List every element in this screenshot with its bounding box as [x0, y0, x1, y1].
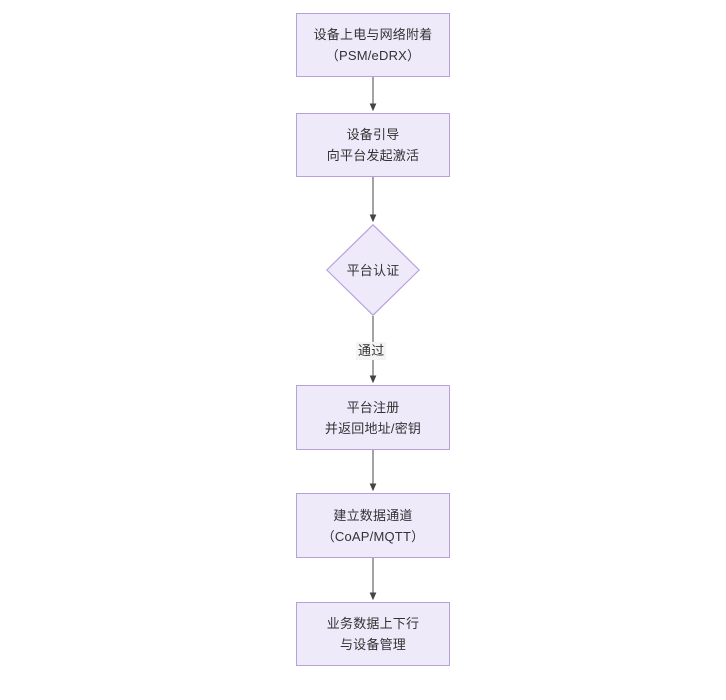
flow-node-bootstrap[interactable]: 设备引导 向平台发起激活 [296, 113, 450, 177]
flow-node-bootstrap-line-1: 设备引导 [346, 127, 400, 142]
flow-node-data-channel-line-2: （CoAP/MQTT） [321, 528, 425, 544]
flow-node-platform-auth[interactable]: 平台认证 [326, 224, 420, 316]
flow-node-business-data-line-1: 业务数据上下行 [326, 616, 420, 631]
flow-node-bootstrap-line-2: 向平台发起激活 [326, 148, 420, 163]
flow-node-platform-register-line-2: 并返回地址/密钥 [324, 420, 422, 436]
flow-node-data-channel[interactable]: 建立数据通道 （CoAP/MQTT） [296, 493, 450, 558]
flow-node-business-data[interactable]: 业务数据上下行 与设备管理 [296, 602, 450, 666]
flow-node-platform-register-line-1: 平台注册 [346, 399, 400, 415]
flow-node-data-channel-line-1: 建立数据通道 [333, 507, 413, 523]
flow-node-platform-auth-label: 平台认证 [346, 262, 400, 278]
edge-label-pass: 通过 [356, 342, 387, 360]
flow-node-business-data-line-2: 与设备管理 [339, 637, 406, 652]
flow-node-power-on-line-1: 设备上电与网络附着 [313, 27, 433, 42]
flow-node-platform-register[interactable]: 平台注册 并返回地址/密钥 [296, 385, 450, 450]
flow-node-power-on-line-2: （PSM/eDRX） [325, 48, 421, 63]
diamond-shape-icon [326, 224, 420, 316]
flow-node-power-on[interactable]: 设备上电与网络附着 （PSM/eDRX） [296, 13, 450, 77]
